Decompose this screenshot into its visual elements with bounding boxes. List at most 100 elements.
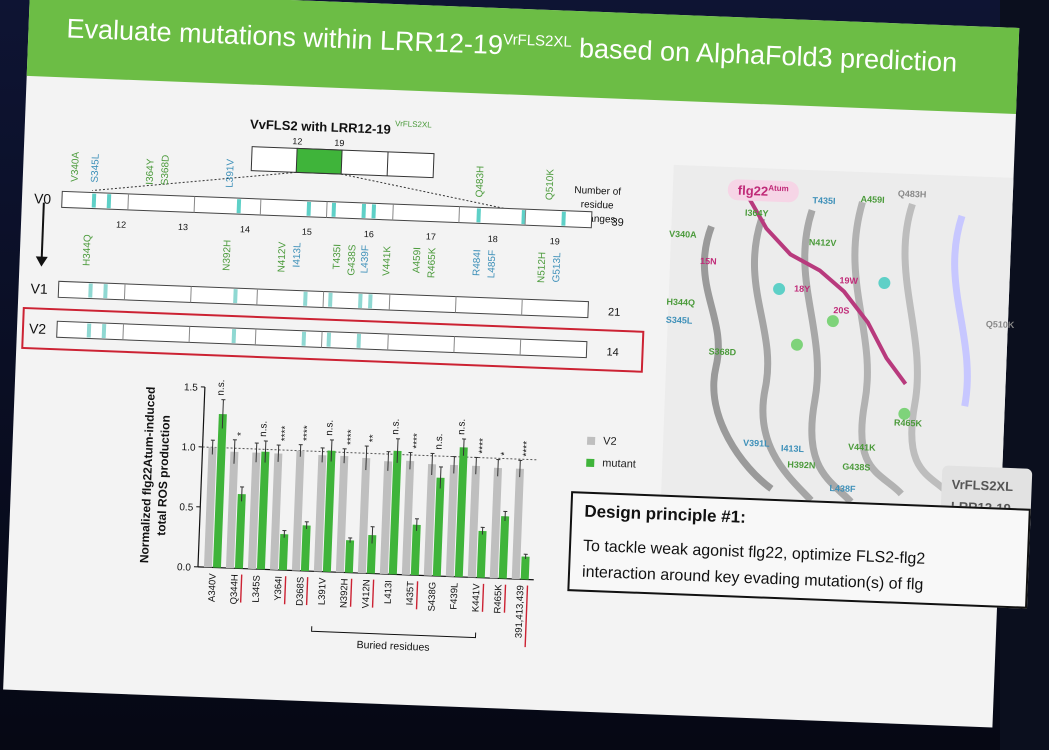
principle-title: Design principle #1: bbox=[584, 501, 747, 527]
bar-mutant bbox=[498, 516, 510, 579]
lrr-number: 19 bbox=[550, 236, 560, 246]
y-axis-label: total ROS production bbox=[154, 415, 173, 536]
category-label: K441V bbox=[470, 583, 482, 613]
lrr-number: 16 bbox=[364, 229, 374, 239]
category-underline bbox=[481, 583, 485, 612]
error-bar bbox=[439, 466, 442, 489]
bar-v2 bbox=[379, 461, 393, 575]
significance-label: n.s. bbox=[216, 379, 228, 396]
mutation-label-bottom: A459I bbox=[411, 247, 423, 274]
structure-residue-label: T435I bbox=[812, 195, 835, 206]
error-bar bbox=[453, 456, 455, 474]
structure-residue-label: 19W bbox=[839, 275, 858, 286]
buried-bracket bbox=[311, 626, 477, 639]
v2-highlight-box bbox=[21, 306, 645, 373]
category-label: L345S bbox=[251, 575, 263, 603]
mutation-tick bbox=[328, 292, 333, 307]
mutation-label-bottom: N412V bbox=[276, 241, 288, 272]
mutation-label-bottom: T435I bbox=[331, 244, 343, 270]
lrr-divider bbox=[387, 333, 389, 351]
bar-v2 bbox=[489, 467, 502, 579]
y-tick-label: 1.5 bbox=[184, 382, 199, 394]
mutation-label-top: S368D bbox=[160, 155, 172, 186]
mutation-label-bottom: R465K bbox=[426, 247, 438, 278]
lrr-number: 15 bbox=[302, 227, 312, 237]
mutation-label-bottom: V441K bbox=[381, 245, 393, 276]
bar-mutant bbox=[212, 413, 227, 568]
structure-residue-label: V391L bbox=[743, 438, 770, 449]
bar-mutant bbox=[278, 534, 289, 571]
bar-mutant bbox=[234, 493, 246, 569]
error-bar bbox=[233, 439, 236, 464]
error-bar bbox=[371, 526, 374, 544]
category-label: A340V bbox=[207, 573, 219, 603]
error-bar bbox=[211, 440, 214, 455]
category-label: D368S bbox=[295, 577, 307, 606]
category-label: R465K bbox=[492, 584, 504, 614]
bar-mutant bbox=[366, 534, 377, 574]
principle-line-1: To tackle weak agonist flg22, optimize F… bbox=[582, 537, 926, 568]
category-label: S438G bbox=[426, 582, 438, 612]
error-bar bbox=[277, 445, 280, 462]
structure-residue-label: H392N bbox=[787, 459, 815, 470]
presentation-slide: Evaluate mutations within LRR12-19VrFLS2… bbox=[3, 0, 1033, 728]
error-bar bbox=[462, 438, 465, 456]
structure-residue-label: N412V bbox=[809, 237, 837, 248]
arrow-head bbox=[35, 256, 48, 267]
principle-line-2: interaction around key evading mutation(… bbox=[581, 563, 924, 594]
category-underline bbox=[415, 581, 419, 610]
mutation-label-bottom: R484I bbox=[471, 249, 483, 276]
construct-label-sup: VrFLS2XL bbox=[395, 119, 432, 129]
significance-label: **** bbox=[346, 429, 358, 445]
error-bar bbox=[431, 453, 434, 475]
lrr-number: 12 bbox=[116, 219, 126, 229]
significance-label: n.s. bbox=[390, 418, 402, 435]
lrr-divider bbox=[256, 288, 258, 305]
mutation-label-top: V340A bbox=[70, 151, 82, 182]
design-principle-box: Design principle #1: To tackle weak agon… bbox=[567, 491, 1031, 609]
structure-residue-label: A459I bbox=[860, 194, 884, 205]
bar-mutant bbox=[388, 450, 402, 575]
legend-swatch-mutant bbox=[586, 458, 595, 468]
mutation-label-top: S345L bbox=[90, 153, 102, 183]
significance-label: n.s. bbox=[324, 420, 336, 437]
bar-mutant bbox=[300, 525, 311, 572]
construct-lrr-end: 19 bbox=[334, 138, 344, 148]
lrr-divider bbox=[190, 286, 192, 303]
reference-line bbox=[202, 446, 539, 461]
mutation-tick bbox=[236, 199, 242, 214]
structure-residue-label: I413L bbox=[781, 443, 805, 454]
significance-label: **** bbox=[412, 433, 424, 449]
mutation-label-top: Q510K bbox=[544, 168, 556, 200]
mutation-tick bbox=[303, 291, 308, 306]
lrr-divider bbox=[454, 296, 457, 313]
construct-lrr-start: 12 bbox=[292, 136, 302, 146]
bar-v2 bbox=[423, 464, 437, 576]
lrr-divider bbox=[392, 204, 394, 221]
category-label: F439L bbox=[449, 583, 461, 610]
significance-label: **** bbox=[478, 438, 490, 454]
lrr-divider bbox=[188, 326, 191, 343]
structure-residue-label: 18Y bbox=[794, 284, 810, 295]
bar-mutant bbox=[344, 540, 355, 573]
structure-residue-label: S368D bbox=[708, 346, 736, 357]
error-bar bbox=[241, 486, 243, 502]
mutation-tick bbox=[233, 289, 238, 304]
mutation-tick bbox=[231, 329, 237, 344]
mutation-tick bbox=[91, 193, 97, 208]
mutation-tick bbox=[306, 201, 312, 216]
bar-v2 bbox=[313, 455, 327, 572]
mutation-tick bbox=[101, 324, 107, 339]
category-label: V412N bbox=[361, 579, 373, 609]
structure-residue-label: R465K bbox=[894, 417, 923, 428]
legend-label-v2: V2 bbox=[602, 435, 617, 448]
significance-label: **** bbox=[521, 441, 533, 457]
construct-label: VvFLS2 with LRR12-19 bbox=[250, 117, 391, 137]
category-label: Q344H bbox=[229, 574, 241, 605]
category-underline bbox=[503, 584, 507, 613]
significance-label: * bbox=[236, 432, 247, 436]
mutation-tick bbox=[356, 333, 362, 348]
variant-label: V1 bbox=[30, 280, 48, 297]
